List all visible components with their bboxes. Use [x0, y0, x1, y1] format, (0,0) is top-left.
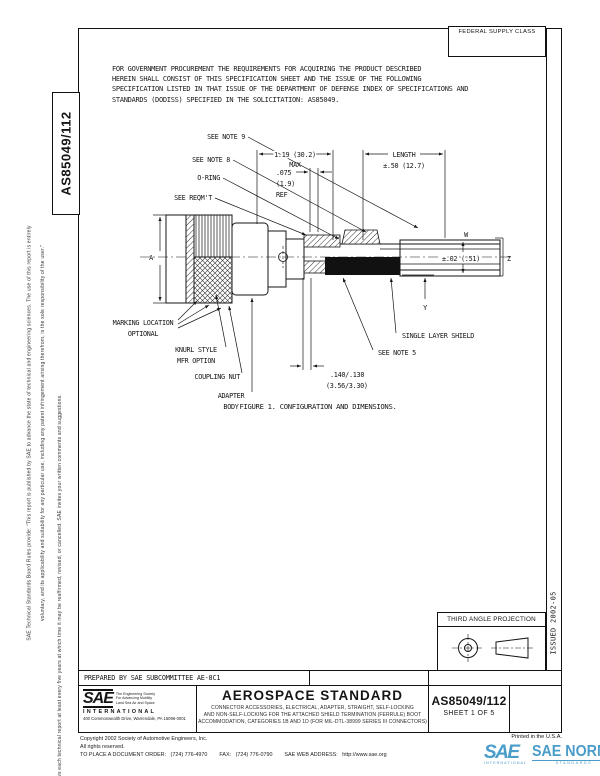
dimension-lines — [153, 150, 504, 370]
dim-letter-a: A — [149, 254, 153, 262]
left-disclaimer-3: SAE reviews each technical report at lea… — [54, 394, 66, 776]
single-layer-shield-band — [325, 257, 400, 275]
figure-caption: FIGURE 1. CONFIGURATION AND DIMENSIONS. — [239, 402, 396, 411]
sae-logo-tagline: The Engineering Society For Advancing Mo… — [116, 692, 155, 705]
procurement-paragraph: FOR GOVERNMENT PROCUREMENT THE REQUIREME… — [112, 64, 512, 105]
label-see-note-9: SEE NOTE 9 — [207, 133, 245, 141]
label-marking-location: MARKING LOCATION — [113, 319, 174, 327]
label-mfr-option: MFR OPTION — [177, 357, 215, 365]
thread-zone-top — [303, 234, 341, 248]
sae-tagline-1: The Engineering Society — [115, 692, 156, 697]
third-angle-projection-header: THIRD ANGLE PROJECTION — [437, 612, 546, 627]
watermark-sae-block: SAE INTERNATIONAL — [484, 742, 528, 765]
title-block-empty-top-right-cell — [428, 670, 562, 686]
label-knurl-style: KNURL STYLE — [175, 346, 217, 354]
dim-letter-w: W — [464, 231, 469, 239]
prepared-by-cell: PREPARED BY SAE SUBCOMMITTEE AE-8C1 — [78, 670, 310, 686]
disclaimer-text-2: voluntary, and its applicability and sui… — [40, 244, 47, 622]
adapter-body-shape — [231, 222, 269, 296]
sae-logo: SAE — [83, 689, 114, 708]
order-line: TO PLACE A DOCUMENT ORDER: (724) 776-497… — [80, 752, 387, 758]
paragraph-line: FOR GOVERNMENT PROCUREMENT THE REQUIREME… — [112, 65, 422, 73]
watermark-sae-logo: SAE — [484, 742, 520, 763]
dim-length-tol: ±.50 (12.7) — [383, 162, 425, 170]
doc-number-tab: AS85049/112 — [52, 92, 80, 215]
copyright-line: Copyright 2002 Society of Automotive Eng… — [80, 736, 208, 742]
paragraph-line: HEREIN SHALL CONSIST OF THIS SPECIFICATI… — [112, 75, 422, 84]
dim-140-130: .140/.130 — [330, 371, 364, 379]
third-angle-projection-body — [437, 627, 546, 672]
watermark-norm-block: SAE NORM STANDARDS — [532, 744, 600, 765]
label-o-ring: O-RING — [197, 174, 220, 182]
sae-tagline-2: For Advancing Mobility — [115, 696, 153, 701]
label-see-note-5: SEE NOTE 5 — [378, 349, 416, 357]
adapter-cross-section — [140, 214, 512, 304]
nut-knurl-cross — [193, 256, 233, 304]
disclaimer-text-1: SAE Technical Standards Board Rules prov… — [27, 225, 34, 641]
ferrule-hump — [341, 229, 381, 245]
third-angle-projection-symbol — [452, 634, 534, 662]
paragraph-line: STANDARDS (DODISS) SPECIFIED IN THE SOLI… — [112, 95, 340, 104]
dim-075: .075 — [276, 169, 291, 177]
nut-knurl-vertical — [193, 214, 233, 258]
dim-w-tol: ±.02 (.51) — [442, 255, 480, 263]
watermark-international: INTERNATIONAL — [484, 761, 528, 765]
standard-title-lines: CONNECTOR ACCESSORIES, ELECTRICAL, ADAPT… — [197, 705, 428, 725]
aerospace-standard-cell: AEROSPACE STANDARD CONNECTOR ACCESSORIES… — [196, 685, 429, 733]
standard-title-line-3: ACCOMMODATION, CATEGORIES 1B AND 1D (FOR… — [198, 718, 427, 725]
leader-lines — [177, 136, 419, 392]
printed-in-usa: Printed in the U.S.A. — [511, 734, 562, 740]
standard-title-line-2: AND NON-SELF-LOCKING FOR THE ATTACHED SH… — [203, 711, 422, 718]
nut-wall-hatch — [185, 214, 195, 304]
doc-number: AS85049/112 — [431, 694, 507, 708]
left-disclaimer-1: SAE Technical Standards Board Rules prov… — [24, 90, 36, 776]
federal-supply-class-box: FEDERAL SUPPLY CLASS — [448, 26, 546, 57]
dim-075-mm: (1.9) — [276, 180, 295, 188]
label-body: BODY — [223, 403, 238, 411]
watermark-norm-text: SAE NORM — [532, 743, 600, 760]
label-see-reqmt: SEE REQM'T — [174, 194, 212, 202]
title-block-empty-right-cell — [509, 685, 562, 733]
dim-letter-z: Z — [507, 255, 511, 263]
label-coupling-nut: COUPLING NUT — [194, 373, 240, 381]
federal-supply-class-label: FEDERAL SUPPLY CLASS — [458, 29, 536, 35]
sheet-number: SHEET 1 OF 5 — [443, 710, 495, 717]
backshell-flange — [165, 214, 187, 304]
dim-max: MAX — [289, 161, 302, 169]
dim-075-ref: REF — [276, 191, 288, 199]
watermark-tagline: STANDARDS — [532, 760, 600, 765]
label-see-note-8: SEE NOTE 8 — [192, 156, 230, 164]
right-strip-divider — [546, 28, 547, 672]
dim-119-302: 1.19 (30.2) — [274, 151, 316, 159]
title-block-empty-top-cell — [309, 670, 429, 686]
doc-number-vertical: AS85049/112 — [58, 111, 74, 196]
sae-norm-watermark: SAE INTERNATIONAL SAE NORM STANDARDS — [484, 742, 600, 765]
doc-number-cell: AS85049/112 SHEET 1 OF 5 — [428, 685, 510, 733]
sae-tagline-3: Land Sea Air and Space — [115, 700, 155, 705]
issued-date: ISSUED 2002-05 — [550, 590, 559, 655]
figure-1-drawing: SEE NOTE 9 SEE NOTE 8 O-RING SEE REQM'T … — [113, 133, 512, 411]
footer-notes: Copyright 2002 Society of Automotive Eng… — [80, 735, 500, 759]
standard-title-line-1: CONNECTOR ACCESSORIES, ELECTRICAL, ADAPT… — [211, 705, 414, 711]
left-disclaimer-2: voluntary, and its applicability and sui… — [37, 90, 49, 776]
dim-letter-y: Y — [423, 304, 427, 312]
sae-logo-cell: SAE The Engineering Society For Advancin… — [78, 685, 197, 733]
label-marking-optional: OPTIONAL — [128, 330, 159, 338]
prepared-by-text: PREPARED BY SAE SUBCOMMITTEE AE-8C1 — [84, 674, 221, 682]
third-angle-projection-label: THIRD ANGLE PROJECTION — [447, 615, 536, 623]
label-single-layer-shield: SINGLE LAYER SHIELD — [402, 332, 474, 340]
dim-356-330: (3.56/3.30) — [326, 382, 368, 390]
issued-date-strip: ISSUED 2002-05 — [546, 575, 562, 670]
dim-length: LENGTH — [393, 151, 416, 159]
rights-line: All rights reserved. — [80, 744, 125, 750]
label-adapter: ADAPTER — [218, 392, 246, 400]
disclaimer-text-3: SAE reviews each technical report at lea… — [57, 394, 64, 776]
paragraph-line: SPECIFICATION LISTED IN THAT ISSUE OF TH… — [112, 85, 469, 94]
sae-address: 400 Commonwealth Drive, Warrendale, PA 1… — [83, 716, 186, 721]
figure-labels: SEE NOTE 9 SEE NOTE 8 O-RING SEE REQM'T … — [113, 133, 512, 411]
body-neck — [285, 238, 305, 280]
standard-type-title: AEROSPACE STANDARD — [221, 688, 403, 703]
sae-international-label: INTERNATIONAL — [83, 709, 157, 715]
